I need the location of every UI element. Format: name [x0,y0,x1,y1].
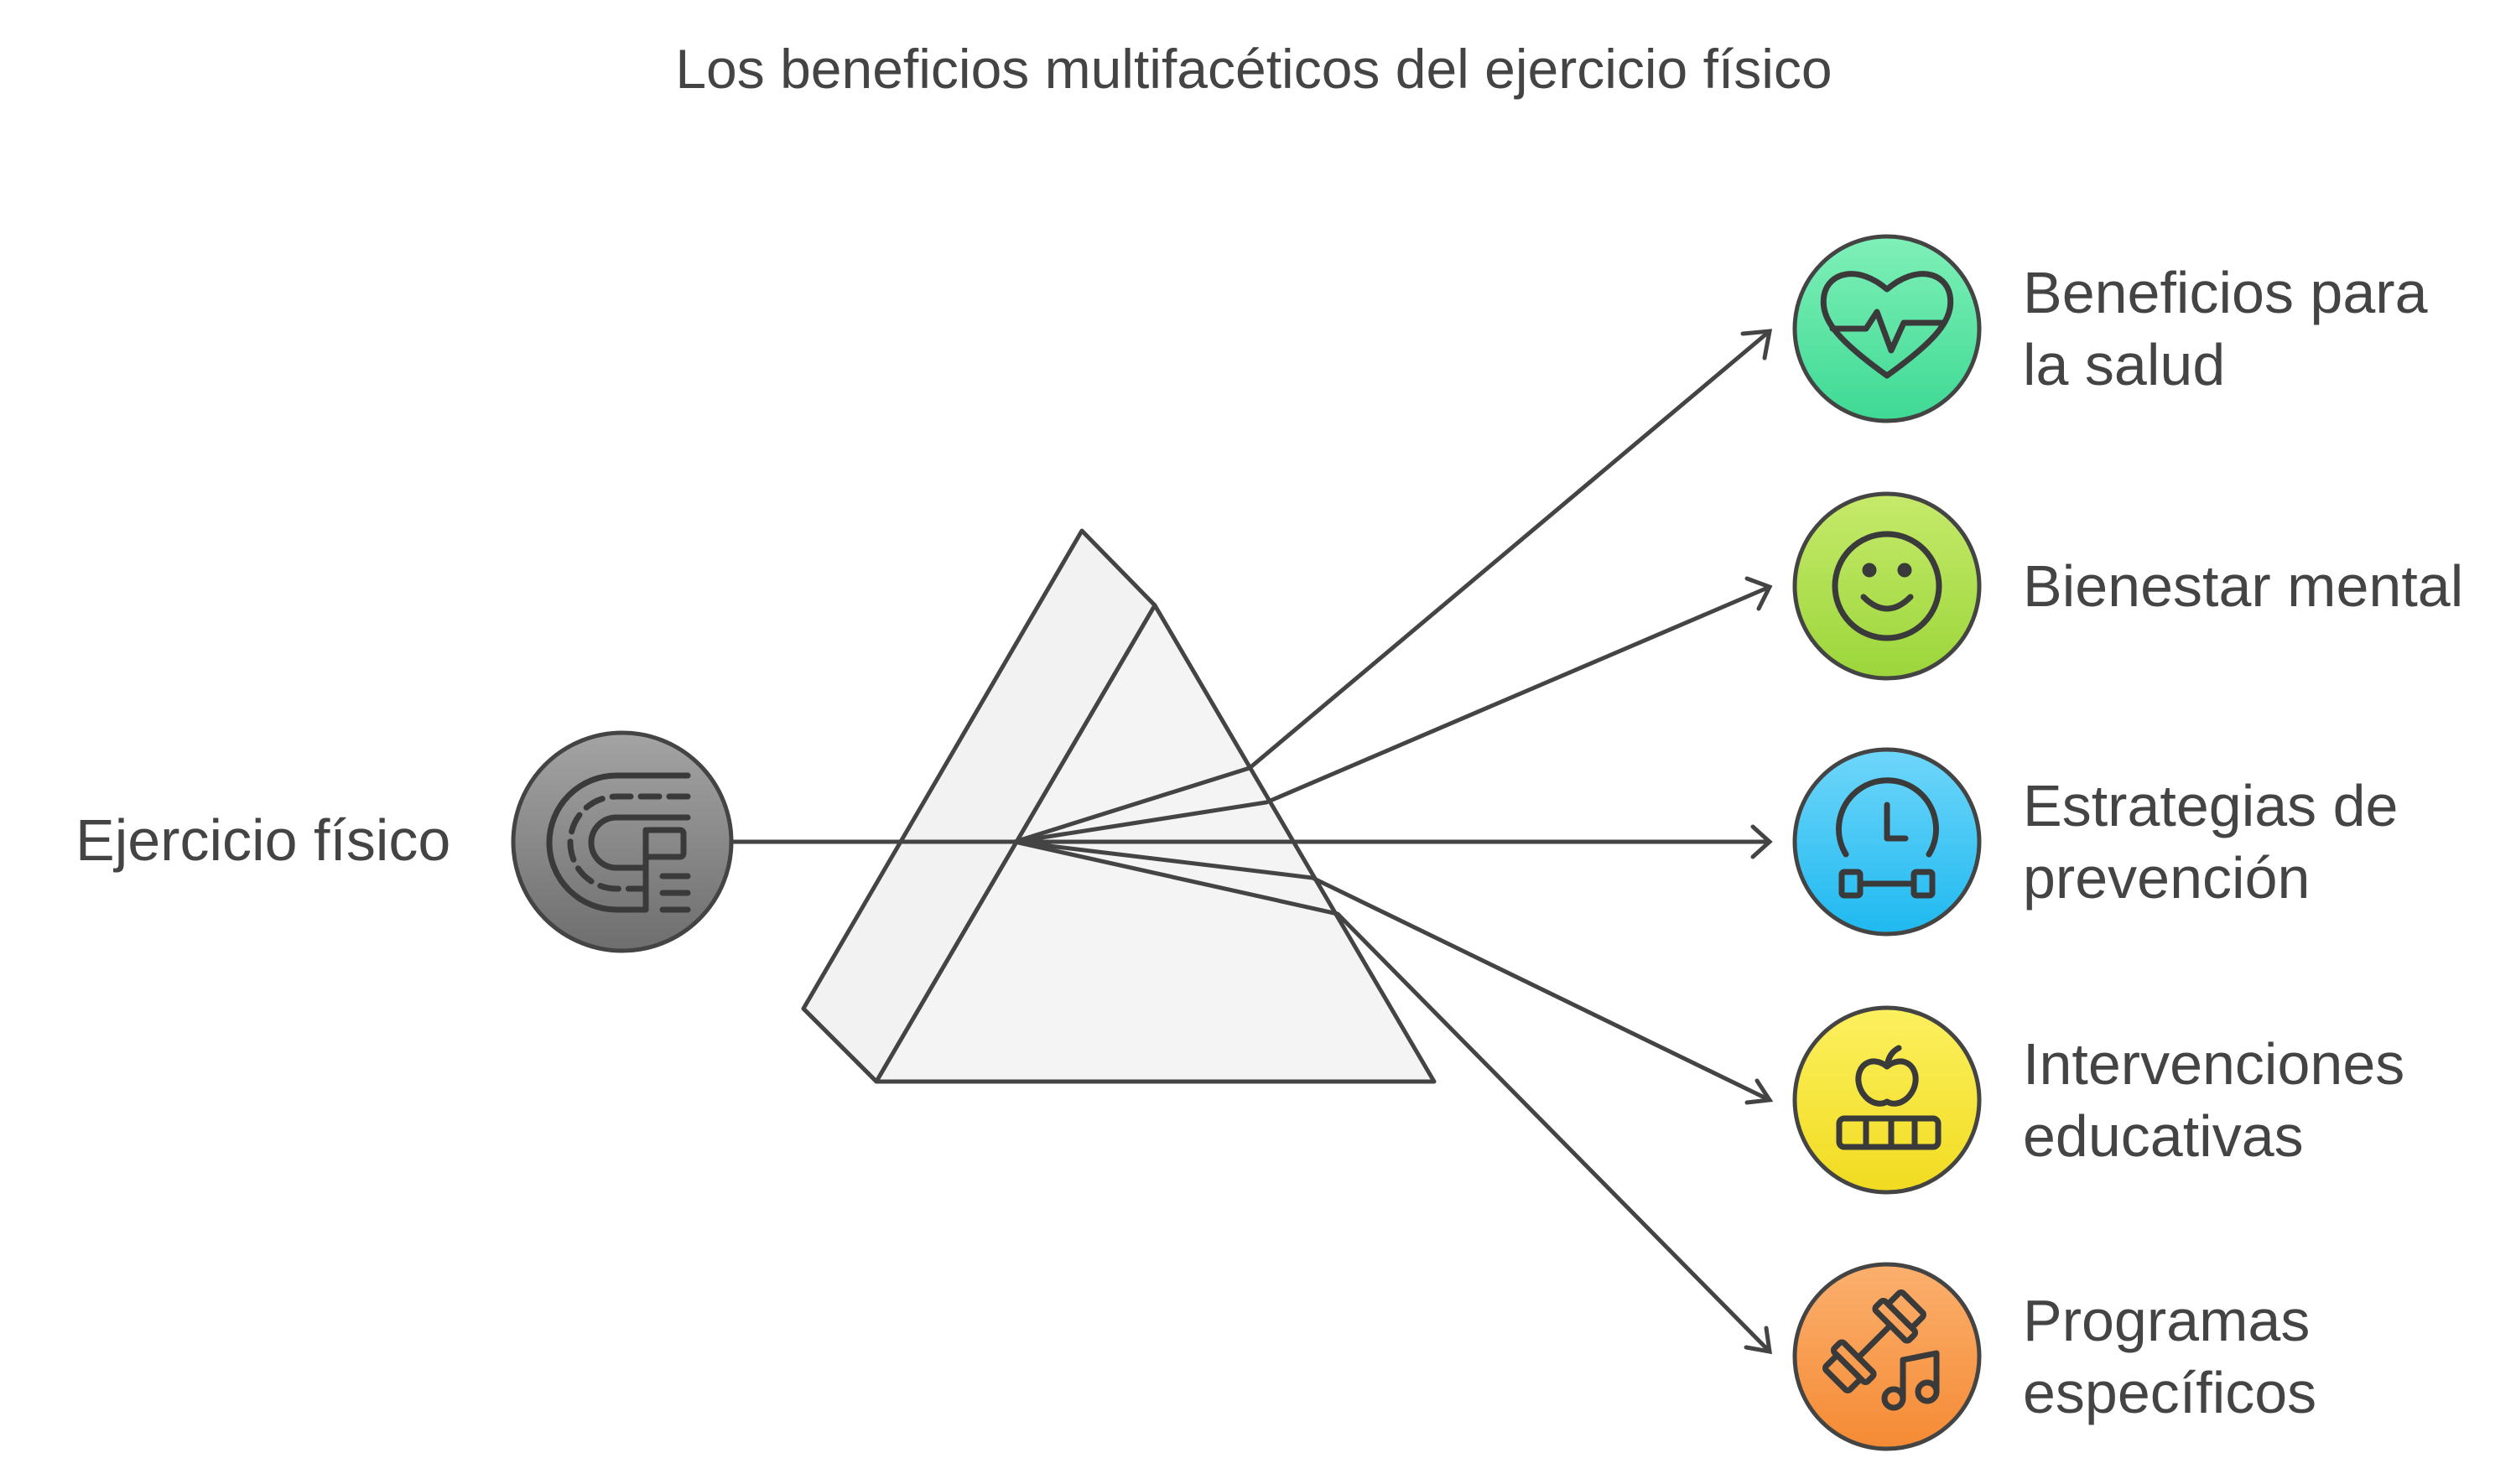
label-programs: Programas específicos [2023,1284,2316,1429]
node-programs[interactable] [1792,1262,1982,1451]
label-mental: Bienestar mental [2023,550,2463,622]
label-programs-line1: Programas [2023,1288,2311,1353]
label-education: Intervenciones educativas [2023,1028,2404,1172]
arrowhead-education [1744,1078,1774,1105]
beam-lines [727,329,1774,1355]
node-prevention[interactable] [1792,747,1982,937]
running-track-icon [546,772,691,913]
ray-mental [1012,584,1772,844]
dumbbell-music-icon [1822,1289,1940,1411]
prism [801,528,1437,1084]
smiley-face-icon [1832,531,1942,641]
node-mental[interactable] [1792,491,1982,681]
source-label: Ejercicio físico [75,807,451,873]
node-health[interactable] [1792,234,1982,423]
source-node[interactable] [511,730,734,953]
label-prevention-line1: Estrategias de [2023,773,2399,838]
label-programs-line2: específicos [2023,1360,2317,1425]
heart-rate-icon [1820,271,1954,379]
label-health-line1: Beneficios para [2023,260,2428,325]
clock-fitness-icon [1836,777,1939,899]
node-education[interactable] [1792,1005,1982,1195]
label-education-line1: Intervenciones [2023,1031,2405,1097]
ray-education [1012,839,1772,1103]
arrowhead-programs [1744,1326,1772,1355]
arrowhead-mental [1744,576,1773,611]
arrowhead-prevention [1750,824,1773,859]
apple-books-icon [1836,1045,1942,1150]
ray-programs [1012,839,1772,1354]
diagram-title: Los beneficios multifacéticos del ejerci… [675,38,1832,100]
ray-health [1012,329,1772,844]
label-prevention-line2: prevención [2023,845,2311,911]
label-prevention: Estrategias de prevención [2023,770,2398,914]
label-health: Beneficios para la salud [2023,257,2428,401]
label-mental-line1: Bienestar mental [2023,553,2464,619]
label-education-line2: educativas [2023,1103,2304,1169]
arrowhead-health [1740,329,1773,361]
label-health-line2: la salud [2023,332,2226,397]
